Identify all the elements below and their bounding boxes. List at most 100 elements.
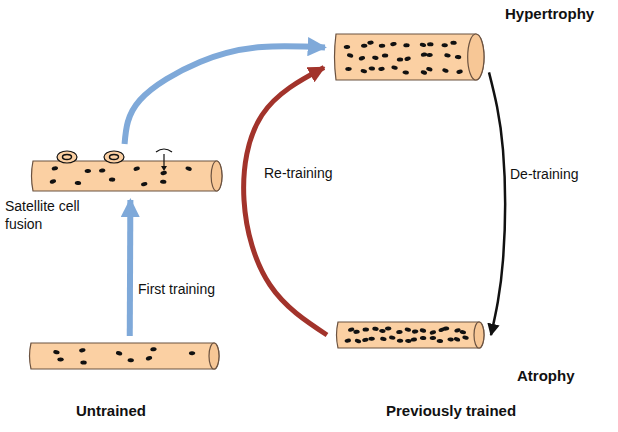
muscle-fiber xyxy=(335,321,485,349)
nucleus xyxy=(160,170,167,175)
node-label: Hypertrophy xyxy=(505,5,594,24)
edge-label: First training xyxy=(136,281,217,298)
nucleus xyxy=(391,65,398,71)
nucleus xyxy=(426,66,433,72)
nucleus xyxy=(362,337,369,342)
nucleus xyxy=(189,351,196,355)
nucleus xyxy=(379,44,385,48)
nucleus xyxy=(453,336,460,342)
fusion-arrowhead xyxy=(161,166,167,171)
nucleus xyxy=(51,166,58,171)
nucleus xyxy=(403,43,410,47)
fusion-arrow xyxy=(163,154,164,168)
column-label: Previously trained xyxy=(386,402,516,419)
nucleus xyxy=(360,68,367,73)
nucleus xyxy=(382,53,389,57)
nucleus xyxy=(397,339,404,343)
nucleus xyxy=(447,337,454,342)
node-label: Untrained xyxy=(76,402,146,421)
satellite-cell xyxy=(104,151,124,163)
nucleus xyxy=(450,41,457,45)
nucleus xyxy=(49,179,56,185)
nucleus xyxy=(410,337,417,342)
nucleus xyxy=(141,181,148,187)
nucleus xyxy=(99,168,106,173)
satellite-cell xyxy=(57,151,77,163)
fiber-body xyxy=(335,34,485,80)
nucleus xyxy=(462,335,469,340)
node-label: Atrophy xyxy=(517,367,575,386)
satellite-nucleus xyxy=(110,155,119,160)
nucleus xyxy=(397,57,404,61)
muscle-fiber xyxy=(333,33,485,81)
nucleus xyxy=(85,169,92,173)
nucleus xyxy=(372,326,379,331)
nucleus xyxy=(437,339,444,343)
nucleus xyxy=(133,166,140,172)
atrophy-fiber: Atrophy xyxy=(335,321,485,349)
nucleus xyxy=(427,42,434,46)
nucleus xyxy=(109,177,116,181)
nucleus xyxy=(426,53,433,57)
nucleus xyxy=(361,43,368,48)
nucleus xyxy=(53,350,60,355)
nucleus xyxy=(380,336,387,341)
hypertrophy-fiber: Hypertrophy xyxy=(333,33,485,81)
nucleus xyxy=(368,337,375,341)
nucleus xyxy=(150,347,157,352)
nucleus xyxy=(429,330,436,336)
nucleus xyxy=(455,55,462,60)
fusing-fiber: Satellite cell fusion xyxy=(30,160,223,192)
nucleus xyxy=(80,361,87,365)
edge-label: De-training xyxy=(508,166,580,183)
nucleus xyxy=(185,166,192,172)
fiber-body xyxy=(32,161,223,191)
nucleus xyxy=(57,357,64,361)
nucleus xyxy=(160,179,167,184)
nucleus xyxy=(368,66,375,71)
training-arrow xyxy=(127,200,134,336)
nucleus xyxy=(358,55,365,61)
nucleus xyxy=(444,53,451,58)
nucleus xyxy=(346,53,353,59)
nucleus xyxy=(443,326,450,331)
nucleus xyxy=(419,42,426,48)
nucleus xyxy=(442,68,449,74)
nucleus xyxy=(420,70,427,76)
fiber-end xyxy=(474,322,484,348)
nucleus xyxy=(456,69,463,74)
fiber-end xyxy=(209,343,219,369)
training-arrow xyxy=(125,46,325,144)
nucleus xyxy=(412,329,419,334)
nucleus xyxy=(404,56,411,62)
nucleus xyxy=(402,70,409,75)
nucleus xyxy=(396,330,403,335)
nucleus xyxy=(354,338,361,344)
nucleus xyxy=(372,55,379,60)
nucleus xyxy=(367,40,374,45)
muscle-fiber xyxy=(30,160,223,192)
nucleus xyxy=(353,330,360,335)
nucleus xyxy=(420,336,427,341)
node-label: Satellite cell fusion xyxy=(5,198,115,233)
fiber-end xyxy=(468,34,484,80)
fiber-body xyxy=(337,322,485,348)
nucleus xyxy=(344,45,351,50)
nucleus xyxy=(390,41,397,46)
nucleus xyxy=(145,355,152,361)
training-arrow xyxy=(244,68,327,335)
nucleus xyxy=(385,326,392,330)
untrained-fiber: Untrained xyxy=(28,342,220,370)
fiber-end xyxy=(211,161,222,191)
nucleus xyxy=(389,335,396,340)
nucleus xyxy=(79,348,86,353)
nucleus xyxy=(459,330,466,335)
nucleus xyxy=(127,358,134,363)
nucleus xyxy=(405,339,412,344)
nucleus xyxy=(419,328,426,334)
nucleus xyxy=(345,67,351,71)
nucleus xyxy=(404,327,411,333)
fusing-cell xyxy=(156,149,172,152)
edge-label: Re-training xyxy=(262,165,334,182)
nucleus xyxy=(344,338,351,343)
